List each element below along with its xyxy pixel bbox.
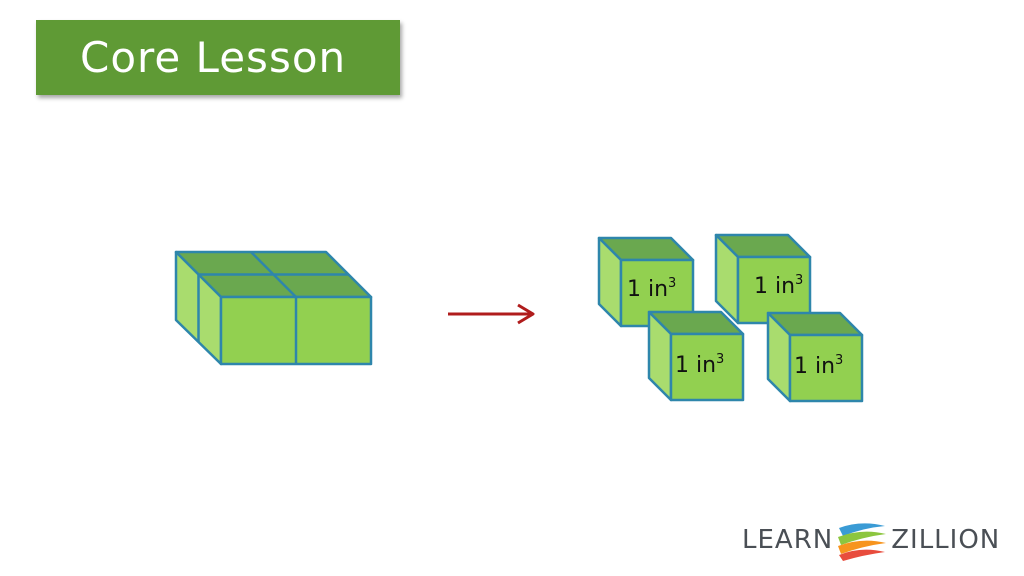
unit-cube: 1 in3	[597, 236, 695, 328]
banner-title: Core Lesson	[80, 33, 347, 82]
cube-volume-label: 1 in3	[627, 276, 676, 302]
core-lesson-banner: Core Lesson	[36, 20, 400, 95]
rectangular-prism	[174, 250, 373, 366]
learnzillion-logo: LEARN ZILLION	[742, 518, 1000, 562]
cube-volume-label: 1 in3	[754, 273, 803, 299]
cube-volume-label: 1 in3	[794, 353, 843, 379]
cube-volume-label: 1 in3	[675, 352, 724, 378]
transform-arrow	[448, 303, 535, 325]
unit-cube: 1 in3	[714, 233, 812, 325]
unit-cube: 1 in3	[647, 310, 745, 402]
logo-text-right: ZILLION	[891, 525, 1001, 555]
learnzillion-swoosh-icon	[838, 523, 887, 561]
unit-cube: 1 in3	[766, 311, 864, 403]
logo-text-left: LEARN	[742, 525, 834, 555]
